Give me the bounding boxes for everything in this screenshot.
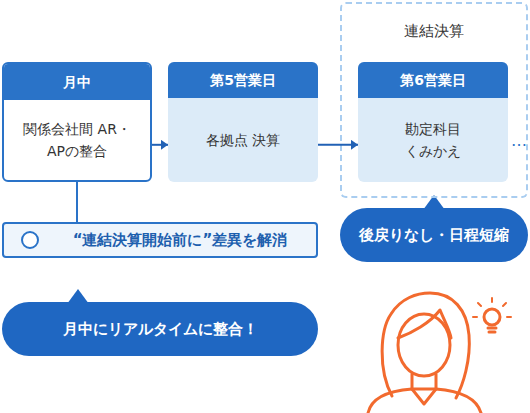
face-outline: [398, 314, 450, 376]
person-illustration: [368, 293, 511, 413]
step-box: 第6営業日勘定科目 くみかえ: [358, 62, 508, 182]
hair-outline: [382, 293, 469, 398]
flow-arrow: [152, 144, 168, 146]
note-box: “連結決算開始前に”差異を解消: [2, 222, 318, 258]
lightbulb-base: [488, 328, 496, 332]
hair-bangs: [398, 310, 451, 338]
callout-pill: 月中にリアルタイムに整合！: [2, 302, 318, 356]
group-title: 連結決算: [342, 4, 526, 58]
callout-text: 月中にリアルタイムに整合！: [2, 302, 318, 356]
callout-pill: 後戻りなし・日程短縮: [340, 208, 528, 262]
step-heading: 第6営業日: [358, 62, 508, 98]
group-box: 連結決算第6営業日勘定科目 くみかえ: [340, 2, 528, 198]
step-body: 各拠点 決算: [168, 98, 318, 182]
step-body: 関係会社間 AR・APの整合: [4, 100, 150, 180]
collar-line: [412, 389, 436, 404]
callout-text: 後戻りなし・日程短縮: [340, 208, 528, 262]
lightbulb-rays: [473, 298, 511, 317]
step-body: 勘定科目 くみかえ: [358, 98, 508, 182]
flow-arrow: [318, 144, 358, 146]
step-box: 月中関係会社間 AR・APの整合: [2, 62, 152, 182]
step-heading: 月中: [4, 64, 150, 100]
step-box: 第5営業日各拠点 決算: [168, 62, 318, 182]
lightbulb-icon: [484, 309, 500, 325]
connector-line: [76, 182, 78, 222]
note-text: “連結決算開始前に”差異を解消: [4, 224, 316, 256]
neck-lines: [412, 374, 436, 389]
shoulder-outline: [368, 389, 481, 413]
step-heading: 第5営業日: [168, 62, 318, 98]
continuation-mark: …: [511, 131, 527, 151]
